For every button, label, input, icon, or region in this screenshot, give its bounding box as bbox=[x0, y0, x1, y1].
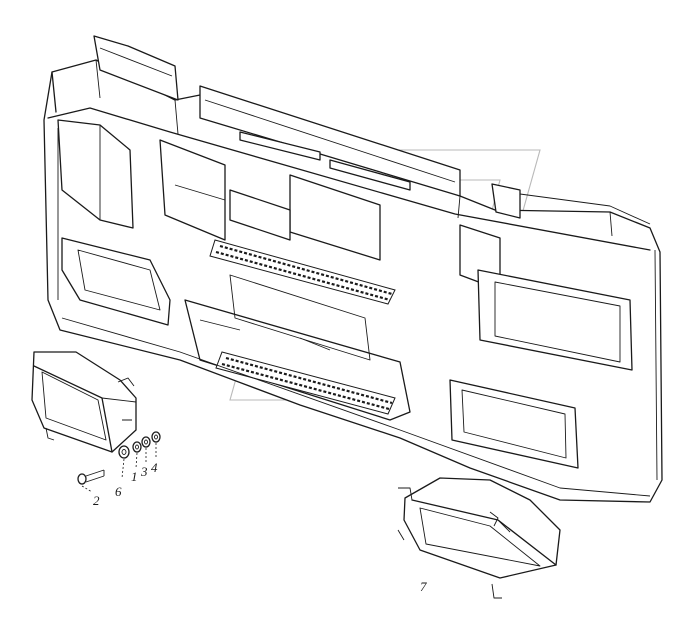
fasteners bbox=[77, 431, 161, 485]
nut bbox=[151, 431, 161, 443]
callout-1: 1 bbox=[131, 469, 138, 484]
screw-shank bbox=[85, 469, 105, 483]
callout-7: 7 bbox=[420, 579, 427, 594]
callout-2: 2 bbox=[93, 493, 100, 508]
callout-leaders bbox=[81, 443, 157, 493]
callout-6: 6 bbox=[115, 484, 122, 499]
front-bumper bbox=[43, 35, 663, 503]
washer-spring bbox=[141, 436, 151, 448]
left-fog-lamp bbox=[31, 351, 137, 453]
bush bbox=[118, 445, 130, 459]
right-fog-lamp bbox=[397, 477, 561, 599]
screw-head bbox=[77, 473, 87, 485]
callout-3: 3 bbox=[140, 464, 148, 479]
callout-4: 4 bbox=[151, 460, 158, 475]
washer-flat bbox=[132, 441, 142, 453]
